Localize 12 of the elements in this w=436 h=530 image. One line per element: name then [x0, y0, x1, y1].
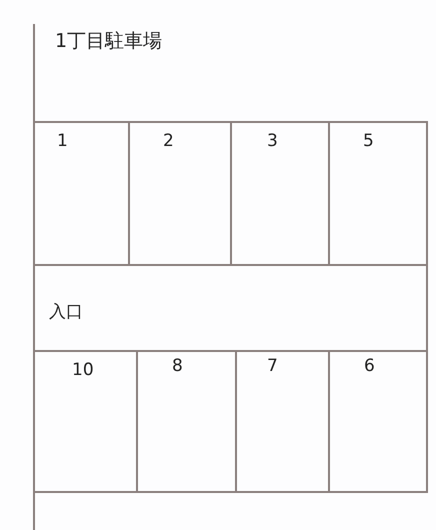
area-label: 入口: [49, 304, 83, 321]
space-number: 3: [267, 133, 278, 150]
title: 1丁目駐車場: [55, 29, 162, 54]
space-number: 1: [57, 133, 68, 150]
space-number: 5: [363, 133, 374, 150]
space-number: 10: [72, 362, 94, 379]
parking-space: [328, 121, 428, 266]
space-number: 6: [364, 358, 375, 375]
space-number: 7: [267, 358, 278, 375]
space-number: 2: [163, 133, 174, 150]
space-number: 8: [172, 358, 183, 375]
parking-space: [328, 350, 428, 493]
